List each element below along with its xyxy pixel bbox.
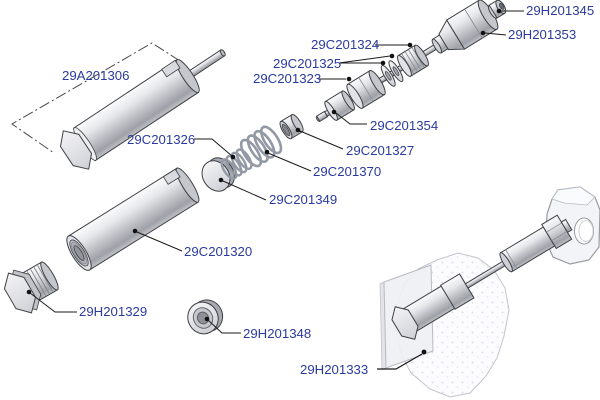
assembled-cylinder [391, 214, 573, 340]
callout-packing-nut: 29H201348 [204, 316, 311, 341]
part-number-label: 29C201354 [370, 118, 438, 133]
part-adjusting-nut [396, 44, 429, 77]
leader-dot [389, 53, 395, 59]
leader-dot [331, 109, 337, 115]
part-number-label: 29C201320 [184, 244, 252, 259]
leader-line [299, 130, 344, 150]
part-cap-nut [487, 0, 507, 19]
callout-washer-pair: 29C201325 [273, 53, 395, 71]
part-number-label: 29C201325 [273, 56, 341, 71]
part-cylinder-assembly [59, 49, 226, 170]
part-number-label: 29H201353 [508, 27, 576, 42]
callout-end-cap: 29H201353 [480, 27, 576, 42]
leader-line [207, 319, 241, 334]
leader-line [29, 292, 77, 313]
leader-dot [264, 149, 270, 155]
part-cylinder-body [66, 167, 200, 271]
leader-line [194, 138, 233, 157]
leader-line [335, 112, 367, 125]
callout-cap-nut: 29H201345 [496, 3, 594, 18]
callout-cylinder-body: 29C201320 [132, 228, 252, 259]
leader-dot [218, 177, 224, 183]
part-number-label: 29C201370 [313, 164, 381, 179]
part-washer-pair [380, 60, 404, 87]
part-number-label: 29H201345 [526, 3, 594, 18]
leader-dot [26, 289, 32, 295]
leader-dot [295, 127, 301, 133]
leader-dot [132, 228, 138, 234]
part-number-label: 29C201327 [346, 143, 414, 158]
part-packing-nut [187, 299, 224, 335]
part-number-label: 29A201306 [62, 68, 129, 83]
leader-dot [480, 30, 486, 36]
part-hex-plug [3, 261, 59, 314]
leader-dot [407, 42, 413, 48]
part-number-label: 29C201326 [127, 132, 195, 147]
callout-cylinder-assembly: 29A201306 [62, 68, 129, 83]
part-shaft-stack [315, 0, 507, 122]
leader-dot [496, 8, 502, 14]
part-number-label: 29H201333 [300, 362, 368, 377]
callout-outer-spring: 29C201370 [264, 149, 381, 179]
leader-line [484, 32, 507, 36]
leader-dot [380, 60, 386, 66]
part-outer-spring [239, 125, 283, 168]
part-number-label: 29C201324 [311, 37, 379, 52]
callout-seal-disc: 29C201349 [218, 177, 337, 207]
phantom-outline [11, 42, 181, 154]
leader-line [338, 55, 391, 64]
part-end-cap [431, 0, 499, 54]
leader-dot [230, 154, 236, 160]
leader-dot [346, 76, 352, 82]
part-bushing [346, 70, 386, 109]
callout-piston: 29C201354 [331, 109, 438, 133]
leader-line [267, 152, 312, 172]
callout-housing-block: 29H201333 [300, 349, 427, 377]
callout-hex-plug: 29H201329 [26, 289, 147, 319]
part-spring-cup [279, 114, 304, 140]
callout-bushing: 29C201323 [253, 71, 352, 86]
part-number-label: 29H201329 [79, 304, 147, 319]
leader-line [377, 353, 423, 370]
part-inner-spring [220, 148, 253, 180]
callouts: 29H201345 29H201353 29C201324 29C201325 … [26, 3, 594, 377]
callout-adjusting-nut: 29C201324 [311, 37, 413, 52]
leader-dot [204, 316, 210, 322]
assembled-view [379, 186, 600, 398]
leader-line [222, 180, 267, 201]
leader-line [136, 231, 183, 252]
part-number-label: 29C201349 [269, 192, 337, 207]
part-number-label: 29C201323 [253, 71, 321, 86]
callout-spring-cup: 29C201327 [295, 127, 414, 158]
part-number-label: 29H201348 [243, 326, 311, 341]
leader-dot [421, 349, 427, 355]
callout-inner-spring: 29C201326 [127, 132, 236, 160]
